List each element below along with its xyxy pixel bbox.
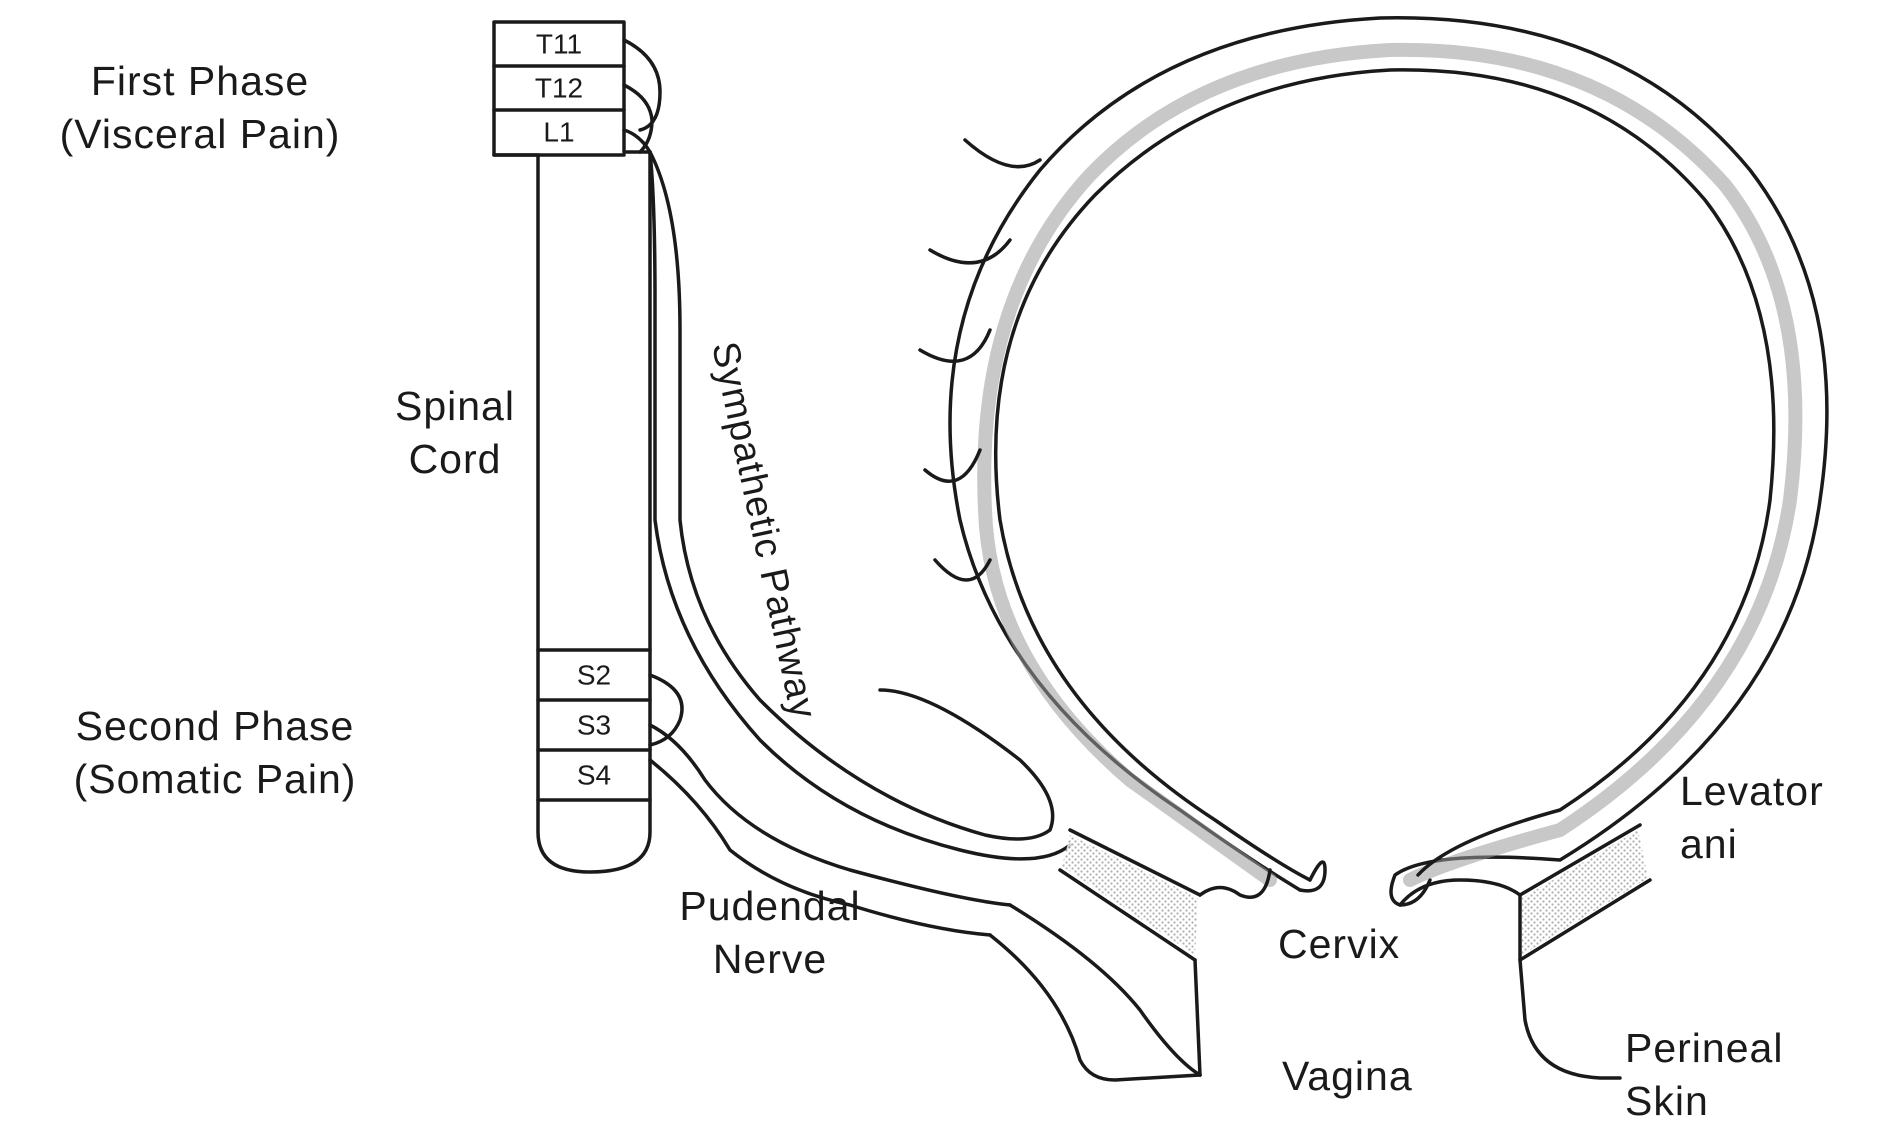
segment-t12: T12 [535,73,583,104]
spinal-cord-label-line2: Cord [375,433,535,486]
segment-s2: S2 [577,660,611,691]
perineal-skin-label: Perineal Skin [1625,1022,1783,1129]
vagina-label: Vagina [1282,1050,1413,1103]
segment-t11: T11 [536,29,582,60]
sympathetic-pathway [650,152,1070,859]
segment-l1: L1 [543,117,574,148]
segment-s3: S3 [577,710,611,741]
spinal-cord-label-line1: Spinal [375,380,535,433]
segment-labels: T11 T12 L1 S2 S3 S4 [535,29,611,791]
perineal-skin-label-line1: Perineal [1625,1022,1783,1075]
levator-ani-label-line2: ani [1680,818,1824,871]
first-phase-title: First Phase [30,55,370,108]
perineal-skin-label-line2: Skin [1625,1075,1783,1128]
first-phase-label: First Phase (Visceral Pain) [30,55,370,162]
second-phase-label: Second Phase (Somatic Pain) [20,700,410,807]
pudendal-nerve-label-line1: Pudendal [640,880,900,933]
levator-ani-label: Levator ani [1680,765,1824,872]
cervix-label: Cervix [1278,918,1400,971]
sympathetic-pathway-label: Sympathetic Pathway [703,338,824,723]
levator-ani-label-line1: Levator [1680,765,1824,818]
segment-s4: S4 [577,760,611,791]
pudendal-nerve-label: Pudendal Nerve [640,880,900,987]
sympathetic-roots [624,40,660,152]
spinal-cord-label: Spinal Cord [375,380,535,487]
first-phase-subtitle: (Visceral Pain) [30,108,370,161]
pudendal-nerve-label-line2: Nerve [640,933,900,986]
second-phase-title: Second Phase [20,700,410,753]
second-phase-subtitle: (Somatic Pain) [20,753,410,806]
